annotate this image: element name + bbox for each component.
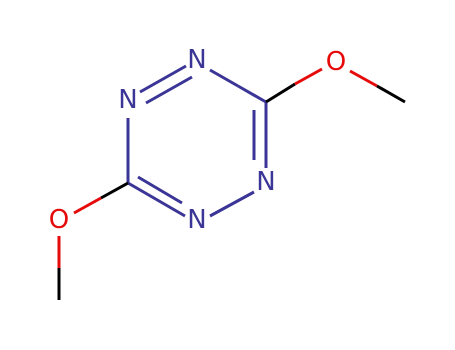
bond-cleft-oleft-o xyxy=(73,196,102,215)
atom-n-left-upper: N xyxy=(118,85,137,115)
bond-nbottom-cleft-double xyxy=(137,175,183,205)
bond-nleft-ntop xyxy=(139,64,187,94)
atom-n-bottom: N xyxy=(187,205,206,235)
bond-cleft-oleft xyxy=(100,181,129,200)
atom-o-right: O xyxy=(326,47,346,77)
atom-n-right-lower: N xyxy=(256,167,275,197)
bond-ntop-cright xyxy=(209,68,239,88)
bond-oright-methyl xyxy=(376,84,406,104)
atom-n-top: N xyxy=(187,45,206,75)
bond-cright-oright-o xyxy=(294,67,323,86)
bond-nbottom-cleft xyxy=(127,181,186,218)
bond-nleft-ntop-double xyxy=(145,75,193,105)
atom-o-left: O xyxy=(49,205,69,235)
bond-nright-nbottom xyxy=(209,190,255,218)
bond-cright-oright xyxy=(265,82,296,104)
bond-ntop-cright-2 xyxy=(237,84,267,104)
bond-oright-methyl-o xyxy=(349,69,378,88)
